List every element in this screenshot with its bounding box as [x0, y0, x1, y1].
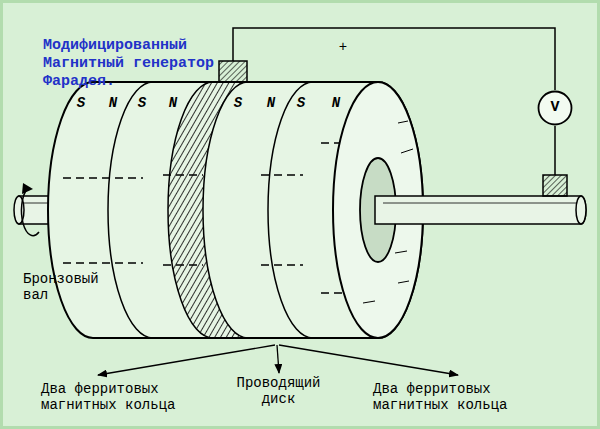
- pole-letter: S: [138, 95, 146, 111]
- part-label: Два ферритовых магнитных кольца: [373, 381, 543, 413]
- shaft-line: [383, 203, 577, 204]
- voltmeter-circle: V: [537, 90, 573, 126]
- ring-body: [48, 82, 423, 338]
- pole-letter: N: [267, 95, 275, 111]
- pole-letter: N: [109, 95, 117, 111]
- wire: [233, 28, 555, 175]
- leader-arrow: [98, 345, 275, 375]
- pole-letter: N: [169, 95, 177, 111]
- leader-arrow: [277, 345, 279, 373]
- pole-letter: S: [77, 95, 85, 111]
- part-label: Два ферритовых магнитных кольца: [41, 381, 211, 413]
- pole-letter: S: [234, 95, 242, 111]
- pole-letter: S: [297, 95, 305, 111]
- title-text: Модифицированный Магнитный генератор Фар…: [43, 37, 233, 91]
- ring-seams: [108, 82, 313, 338]
- rotation-arrow: [21, 189, 39, 236]
- polarity-sign: +: [339, 39, 347, 55]
- rotation-arrowhead: [22, 183, 33, 194]
- shaft: [375, 196, 586, 224]
- pole-letter: N: [332, 95, 340, 111]
- part-label: Бронзовый вал: [23, 271, 123, 303]
- part-label: Проводящий диск: [221, 375, 336, 407]
- meter-symbol: V: [550, 100, 559, 116]
- leader-arrow: [279, 345, 458, 375]
- shaft-end: [576, 196, 586, 224]
- surface-dashes: [63, 143, 343, 293]
- conductive-disk: [168, 82, 248, 338]
- voltmeter-ring: [539, 92, 572, 125]
- disk-brush: [219, 61, 247, 82]
- shaft-brush: [543, 175, 567, 196]
